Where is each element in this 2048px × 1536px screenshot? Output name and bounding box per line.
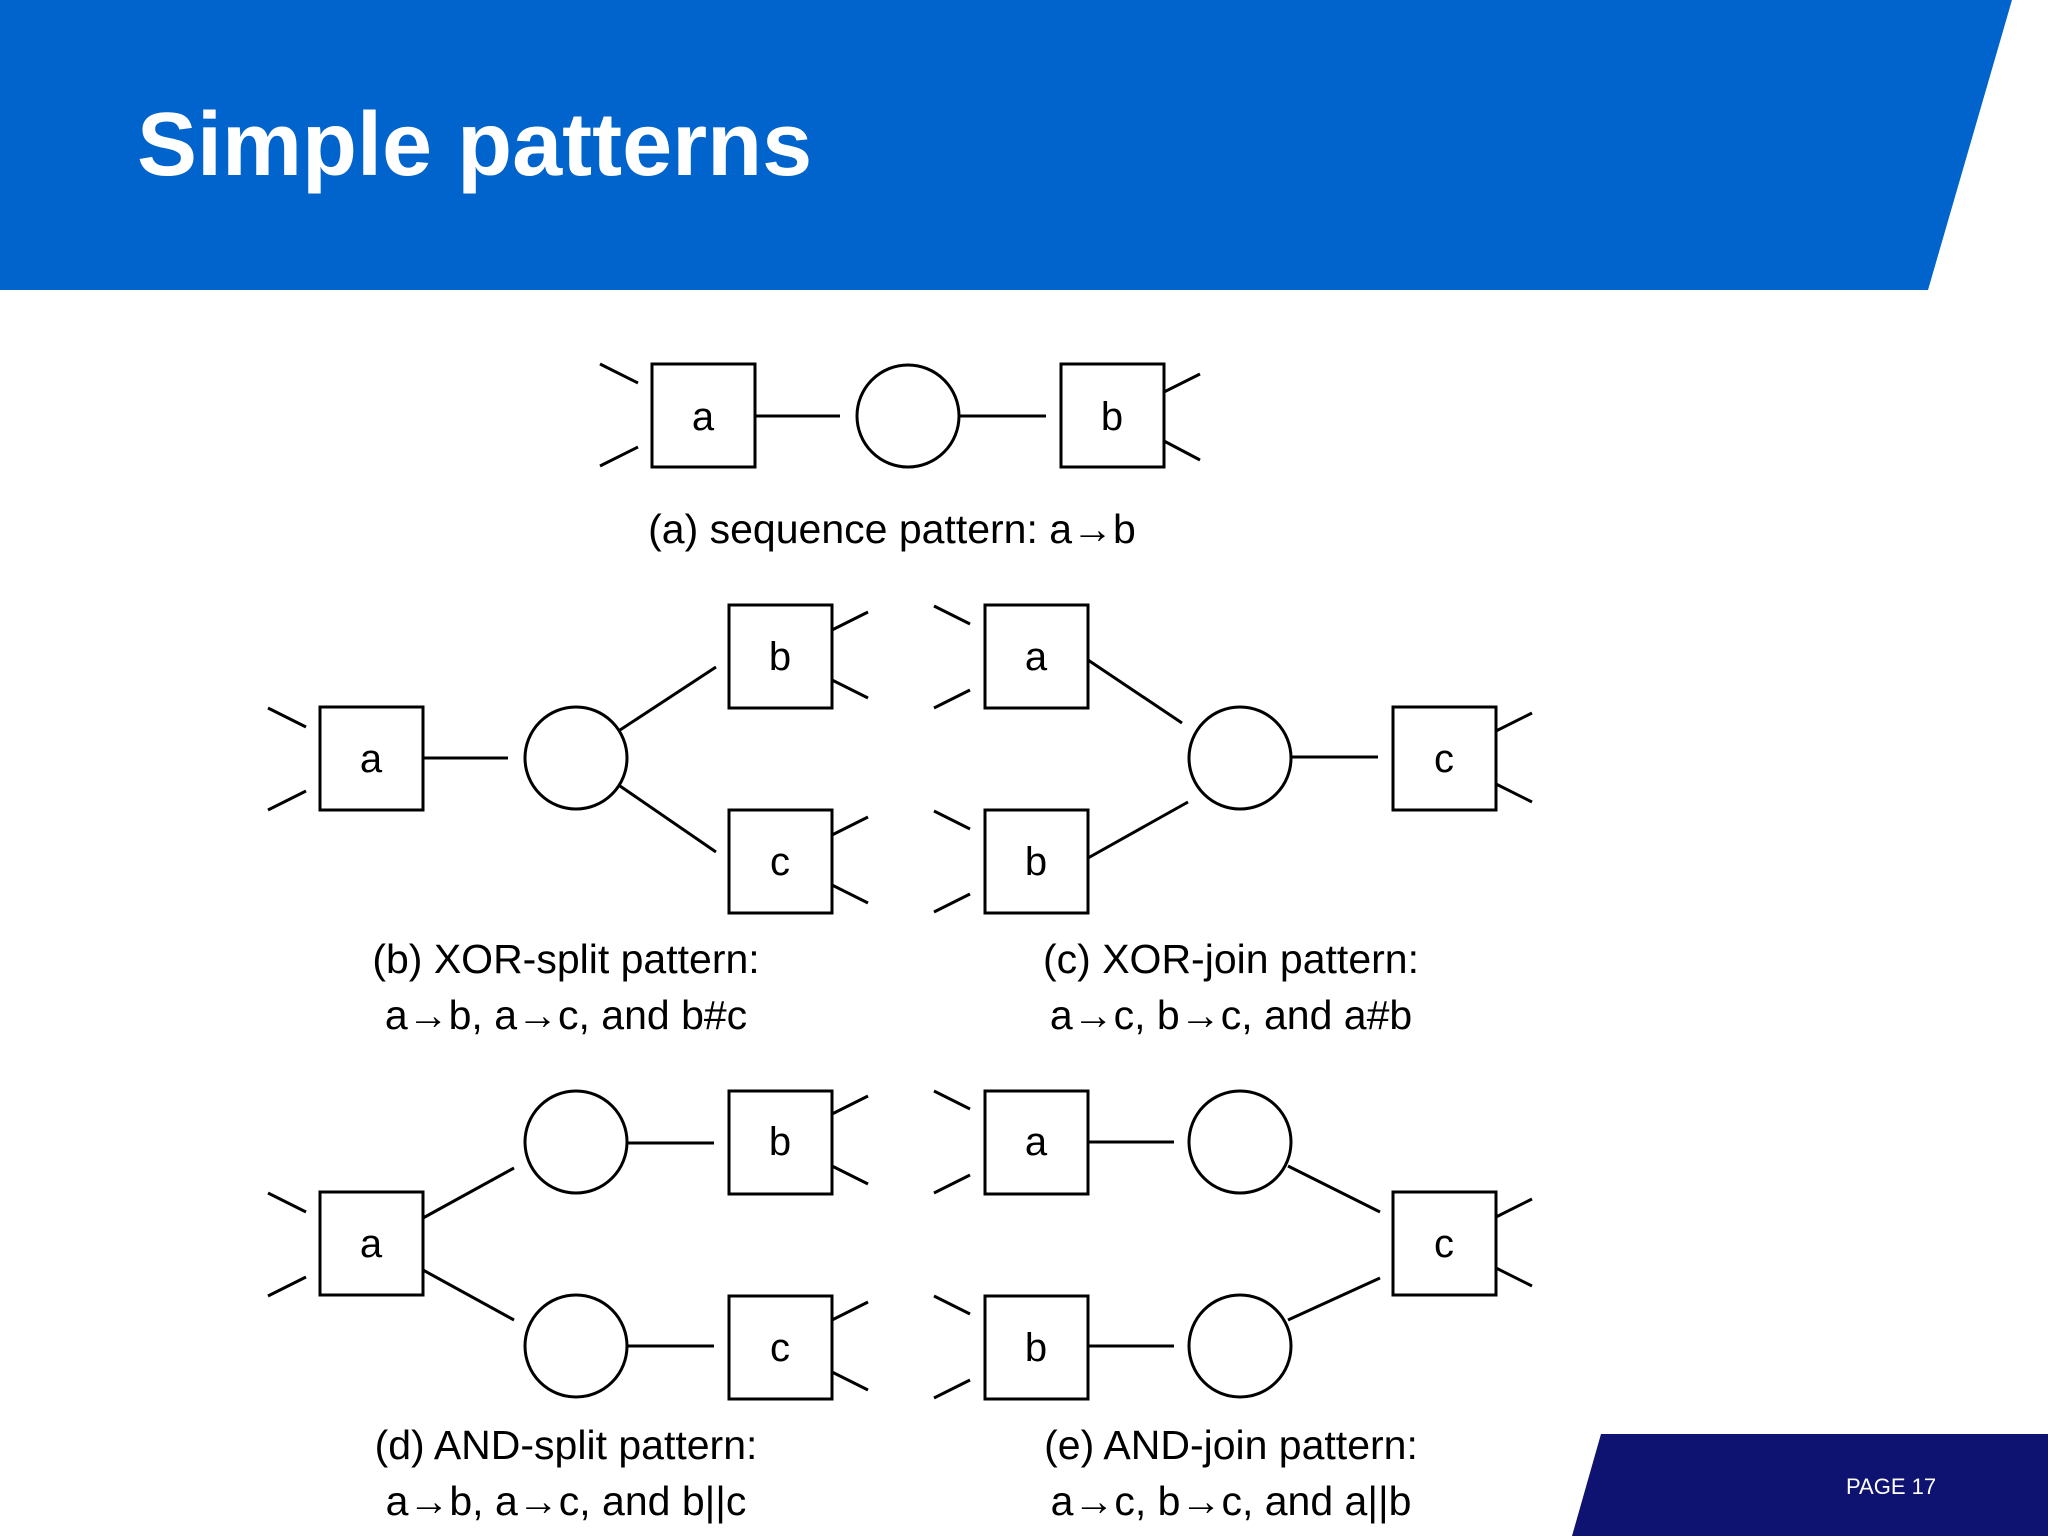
output-arc-line — [831, 610, 869, 632]
transition-c — [727, 1294, 834, 1401]
arc-line — [422, 1166, 515, 1220]
node-label-a: a — [360, 737, 383, 781]
output-arc-line — [1495, 1197, 1533, 1219]
input-arc-line — [267, 789, 307, 812]
arc-line — [1087, 800, 1189, 860]
input-arc-line — [933, 892, 971, 914]
caption-xor-split-line1: (b) XOR-split pattern: — [372, 936, 759, 982]
transition-c — [1391, 705, 1498, 812]
node-label-a: a — [1025, 635, 1048, 679]
transition-b — [983, 808, 1090, 915]
slide-title: Simple patterns — [137, 95, 813, 195]
transition-a — [983, 1089, 1090, 1196]
arc-line — [1287, 1276, 1381, 1322]
input-arc-line — [599, 362, 639, 385]
diagram-sequence — [599, 362, 1201, 469]
transition-c — [727, 808, 834, 915]
node-label-c: c — [1434, 1222, 1454, 1266]
node-label-c: c — [770, 840, 790, 884]
input-arc-line — [933, 688, 971, 710]
caption-sequence: (a) sequence pattern: a→b — [648, 506, 1136, 552]
arc-line — [1287, 1164, 1381, 1214]
output-arc-line — [831, 1370, 869, 1392]
caption-xor-join-line2: a→c, b→c, and a#b — [1050, 992, 1412, 1038]
caption-and-split-line2: a→b, a→c, and b||c — [386, 1478, 747, 1524]
node-label-b: b — [769, 1120, 791, 1164]
output-arc-line — [1495, 711, 1533, 733]
output-arc-line — [831, 1164, 869, 1186]
input-arc-line — [599, 445, 639, 468]
page-number: PAGE 17 — [1846, 1474, 1937, 1499]
output-arc-line — [831, 1094, 869, 1116]
place-circle — [523, 1089, 629, 1195]
node-label-b: b — [1101, 395, 1123, 439]
node-label-a: a — [1025, 1120, 1048, 1164]
output-arc-line — [831, 678, 869, 700]
header-band — [0, 0, 2012, 290]
caption-xor-split-line2: a→b, a→c, and b#c — [385, 992, 747, 1038]
caption-and-split-line1: (d) AND-split pattern: — [375, 1422, 758, 1468]
node-label-a: a — [692, 395, 715, 439]
diagram-xor-split — [267, 603, 869, 915]
output-arc-line — [1495, 782, 1533, 804]
place-circle — [523, 705, 629, 811]
transition-b — [727, 1089, 834, 1196]
diagram-xor-join — [933, 603, 1533, 915]
node-label-b: b — [1025, 1326, 1047, 1370]
transition-b — [727, 603, 834, 710]
input-arc-line — [933, 1294, 971, 1316]
caption-and-join-line2: a→c, b→c, and a||b — [1051, 1478, 1412, 1524]
node-label-b: b — [1025, 840, 1047, 884]
place-circle — [523, 1293, 629, 1399]
node-label-c: c — [770, 1326, 790, 1370]
caption-xor-join-line1: (c) XOR-join pattern: — [1043, 936, 1419, 982]
place-circle — [1187, 705, 1293, 811]
output-arc-line — [831, 1300, 869, 1322]
diagram-and-join — [933, 1089, 1533, 1401]
input-arc-line — [933, 1173, 971, 1195]
caption-and-join-line1: (e) AND-join pattern: — [1044, 1422, 1418, 1468]
transition-b — [983, 1294, 1090, 1401]
arc-line — [1087, 658, 1183, 725]
place-circle — [1187, 1293, 1293, 1399]
input-arc-line — [933, 1089, 971, 1111]
transition-c — [1391, 1190, 1498, 1297]
input-arc-line — [933, 809, 971, 831]
arc-line — [619, 665, 717, 732]
arc-line — [422, 1268, 515, 1322]
place-circle — [1187, 1089, 1293, 1195]
input-arc-line — [267, 1275, 307, 1298]
diagram-and-split — [267, 1089, 869, 1401]
input-arc-line — [933, 604, 971, 626]
arc-line — [619, 784, 717, 854]
transition-b — [1059, 362, 1166, 469]
output-arc-line — [1163, 439, 1201, 462]
input-arc-line — [267, 1191, 307, 1214]
output-arc-line — [1163, 372, 1201, 394]
transition-a — [650, 362, 757, 469]
footer-band — [1572, 1434, 2048, 1536]
input-arc-line — [267, 706, 307, 729]
place-circle — [855, 363, 961, 469]
transition-a — [318, 1190, 425, 1297]
output-arc-line — [831, 883, 869, 905]
output-arc-line — [1495, 1266, 1533, 1288]
node-label-a: a — [360, 1222, 383, 1266]
transition-a — [983, 603, 1090, 710]
node-label-b: b — [769, 635, 791, 679]
output-arc-line — [831, 815, 869, 837]
input-arc-line — [933, 1378, 971, 1400]
node-label-c: c — [1434, 737, 1454, 781]
